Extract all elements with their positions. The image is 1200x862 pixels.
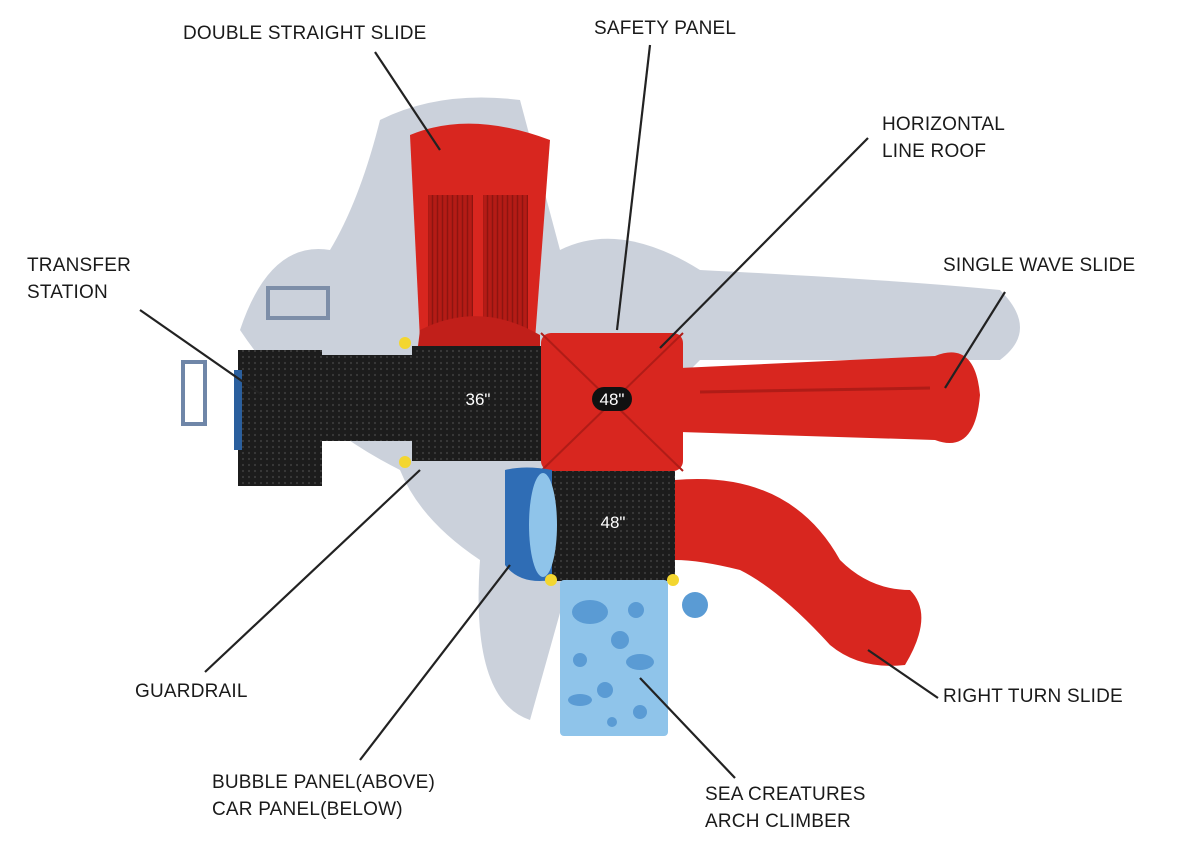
transfer-station [181, 286, 330, 486]
leader-transfer-station [139, 309, 263, 396]
bubble-panel [505, 467, 557, 581]
leader-bubble-car-panel [359, 564, 511, 761]
single-wave-slide [680, 352, 980, 443]
sea-creatures-arch-climber [560, 580, 668, 736]
deck-36: 36" [320, 346, 544, 461]
deck-lower-label: 48" [601, 513, 626, 532]
leader-double-straight-slide [374, 51, 441, 151]
label-right-turn-slide: RIGHT TURN SLIDE [943, 686, 1123, 707]
guardrail-clamps [399, 337, 679, 586]
label-transfer-station: TRANSFER STATION [27, 255, 131, 303]
deck-36-label: 36" [466, 390, 491, 409]
label-horizontal-line-roof: HORIZONTAL LINE ROOF [882, 114, 1006, 162]
deck-roof-label: 48" [600, 390, 625, 409]
label-bubble-car-panel: BUBBLE PANEL(ABOVE) CAR PANEL(BELOW) [212, 772, 436, 820]
label-single-wave-slide: SINGLE WAVE SLIDE [943, 255, 1136, 276]
double-straight-slide [410, 123, 550, 346]
label-safety-panel: SAFETY PANEL [594, 18, 737, 39]
leader-horizontal-line-roof [659, 137, 869, 349]
leader-safety-panel [615, 44, 652, 331]
leader-right-turn-slide [867, 649, 939, 699]
right-turn-slide [675, 479, 922, 666]
deck-48-lower: 48" [552, 471, 675, 581]
label-double-straight-slide: DOUBLE STRAIGHT SLIDE [183, 23, 427, 44]
leader-single-wave-slide [944, 291, 1006, 389]
label-sea-creatures-arch-climber: SEA CREATURES ARCH CLIMBER [705, 784, 866, 832]
leader-guardrail [204, 469, 421, 673]
car-panel-knob [682, 592, 708, 618]
label-guardrail: GUARDRAIL [135, 681, 248, 702]
horizontal-line-roof: 48" [540, 332, 684, 472]
leader-sea-creatures-arch-climber [639, 677, 736, 779]
leader-lines [139, 44, 1006, 779]
